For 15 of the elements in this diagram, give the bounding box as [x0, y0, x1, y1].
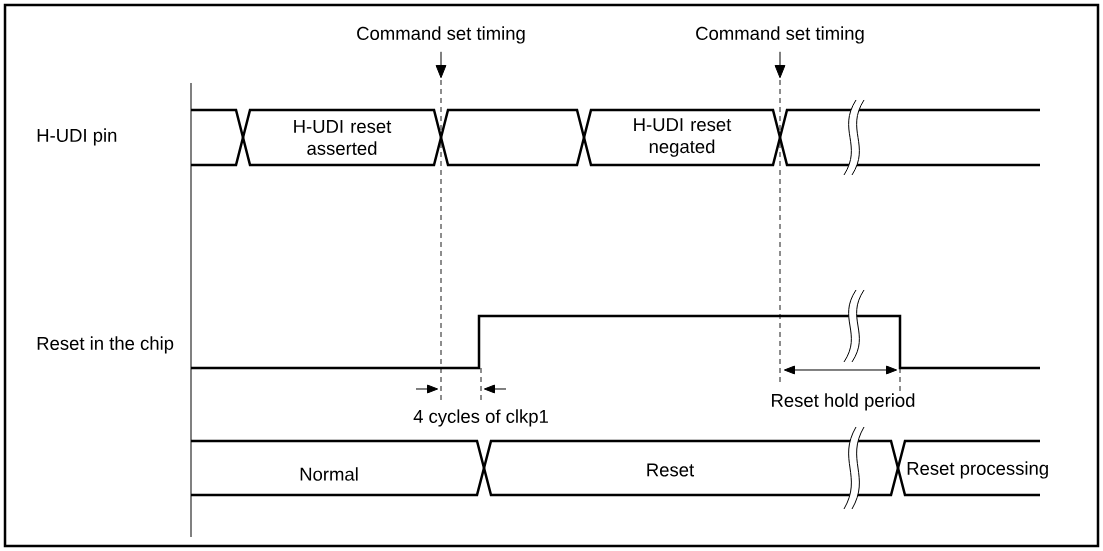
- bus-segment: H-UDI reset negated: [582, 108, 782, 167]
- bus-segment: H-UDI reset asserted: [241, 108, 443, 167]
- dimension-label: 4 cycles of clkp1: [413, 409, 548, 427]
- annotation-text: Command set timing: [696, 26, 864, 44]
- arrow: [435, 51, 447, 79]
- signal-name: Reset in the chip: [37, 336, 174, 354]
- bus-segment: [439, 108, 586, 167]
- bus-segment: [778, 108, 1040, 167]
- annotation-text: Command set timing: [357, 26, 525, 44]
- bus-segment: [191, 108, 245, 167]
- arrow: [774, 51, 786, 79]
- bus-segment: Reset: [482, 439, 900, 497]
- bus-segment: Normal: [191, 439, 486, 497]
- dimension-label: Reset hold period: [772, 393, 915, 411]
- signal-name: H-UDI pin: [37, 128, 117, 146]
